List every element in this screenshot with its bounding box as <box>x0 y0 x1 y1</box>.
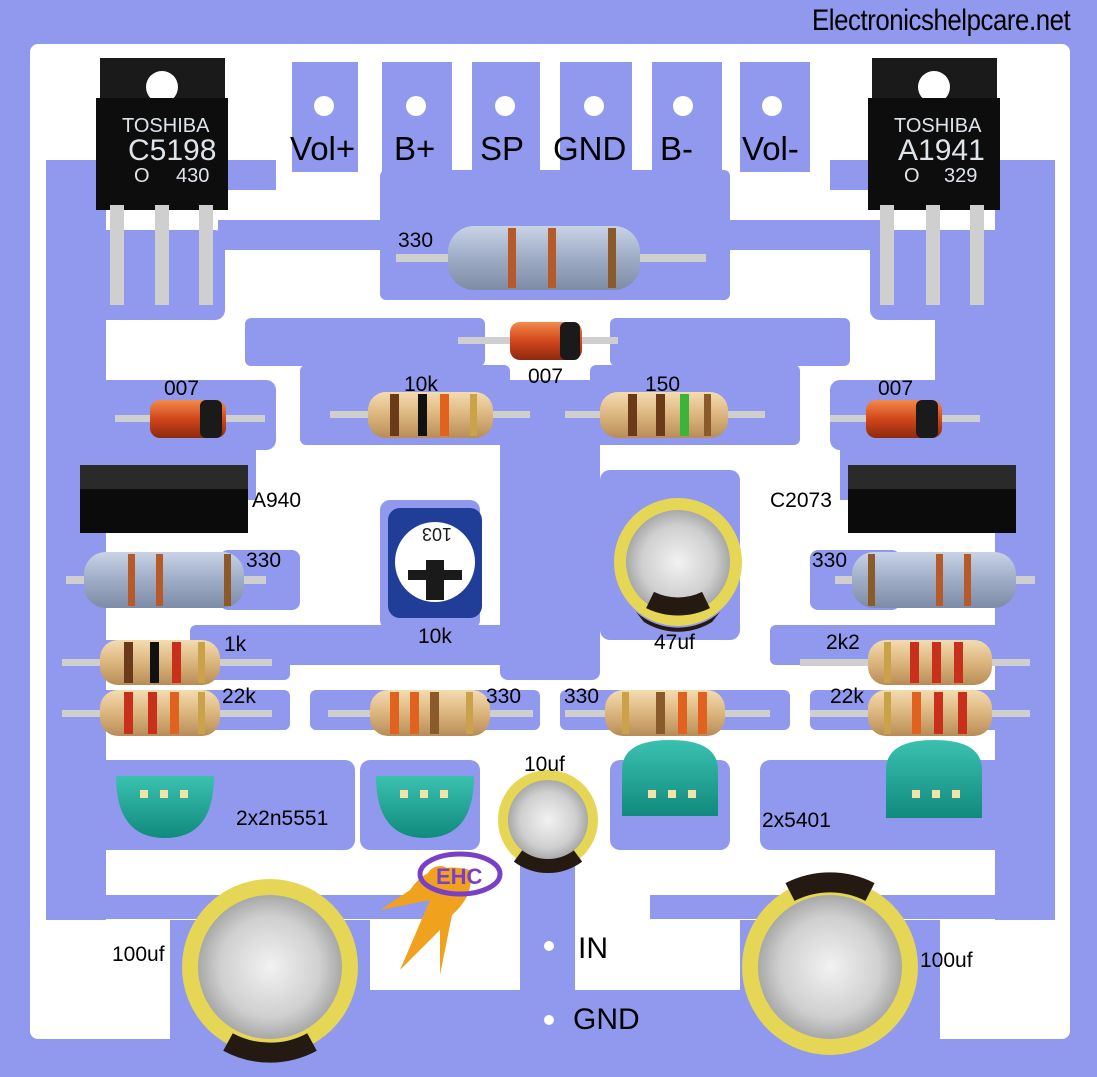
terminal-b-minus: B- <box>660 130 693 167</box>
transistor-c2073 <box>848 465 1016 533</box>
label-cap-10uf: 10uf <box>524 753 565 776</box>
label-resistor-330-left: 330 <box>246 549 282 572</box>
maker-marking: TOSHIBA <box>122 115 210 137</box>
label-diode-right: 007 <box>878 377 914 400</box>
label-resistor-330-top: 330 <box>398 229 434 252</box>
code-marking: O <box>134 165 150 187</box>
ehc-logo: EHC <box>380 851 503 975</box>
label-a940: A940 <box>252 489 302 512</box>
terminal-sp: SP <box>480 130 525 167</box>
resistor-22k-left <box>62 690 272 736</box>
maker-marking: TOSHIBA <box>894 115 982 137</box>
capacitor-10uf <box>498 770 598 873</box>
label-cap-100uf-left: 100uf <box>112 943 165 966</box>
label-resistor-330-br: 330 <box>564 685 600 708</box>
transistor-a940 <box>80 465 248 533</box>
capacitor-47uf <box>614 498 742 632</box>
code-marking: O <box>904 165 920 187</box>
resistor-330-top <box>396 226 706 290</box>
label-resistor-150: 150 <box>645 373 681 396</box>
label-cap-47uf: 47uf <box>654 631 695 654</box>
terminal-in: IN <box>578 932 608 965</box>
label-trimmer: 10k <box>418 625 452 648</box>
capacitor-100uf-right <box>742 872 918 1055</box>
trimmer-marking: 103 <box>422 524 452 544</box>
terminal-vol-minus: Vol- <box>742 130 799 167</box>
label-diode-left: 007 <box>164 377 200 400</box>
logo-text: EHC <box>436 864 483 889</box>
label-resistor-330-bl: 330 <box>486 685 522 708</box>
label-resistor-22k-left: 22k <box>222 685 256 708</box>
resistor-330-bottom-right <box>565 690 770 736</box>
code-marking: 329 <box>944 165 977 187</box>
diode-left <box>115 400 265 438</box>
resistor-1k <box>62 640 272 685</box>
transistor-a1941: TOSHIBA A1941 O 329 <box>868 58 1000 305</box>
label-resistor-330-right: 330 <box>812 549 848 572</box>
label-resistor-22k-right: 22k <box>830 685 864 708</box>
transistor-c5198: TOSHIBA C5198 O 430 <box>96 58 228 305</box>
to92-transistors <box>116 740 982 838</box>
terminal-gnd-top: GND <box>553 130 627 167</box>
resistor-330-right <box>835 552 1035 608</box>
resistor-2k2 <box>800 640 1030 685</box>
diode-right <box>830 400 980 438</box>
label-2n5551: 2x2n5551 <box>236 807 329 830</box>
resistor-22k-right <box>810 690 1030 736</box>
terminal-pads <box>314 96 782 1025</box>
resistor-150-mid <box>565 392 765 438</box>
label-diode-center: 007 <box>528 365 564 388</box>
resistor-330-bottom-left <box>328 690 533 736</box>
label-cap-100uf-right: 100uf <box>920 949 973 972</box>
label-resistor-1k: 1k <box>224 633 247 656</box>
label-5401: 2x5401 <box>762 809 831 832</box>
label-c2073: C2073 <box>770 489 832 512</box>
trimmer-potentiometer: 103 <box>388 508 482 618</box>
website-label: Electronicshelpcare.net <box>812 4 1071 37</box>
capacitor-100uf-left <box>182 879 358 1063</box>
terminal-vol-plus: Vol+ <box>290 130 356 167</box>
label-resistor-2k2: 2k2 <box>826 631 860 654</box>
part-marking: A1941 <box>898 134 985 167</box>
resistor-330-left <box>66 552 266 608</box>
code-marking: 430 <box>176 165 209 187</box>
terminal-b-plus: B+ <box>394 130 436 167</box>
resistor-10k-mid <box>330 392 530 438</box>
diode-center <box>458 322 618 360</box>
part-marking: C5198 <box>128 134 216 167</box>
label-resistor-10k: 10k <box>404 373 438 396</box>
terminal-gnd-bottom: GND <box>573 1003 640 1036</box>
